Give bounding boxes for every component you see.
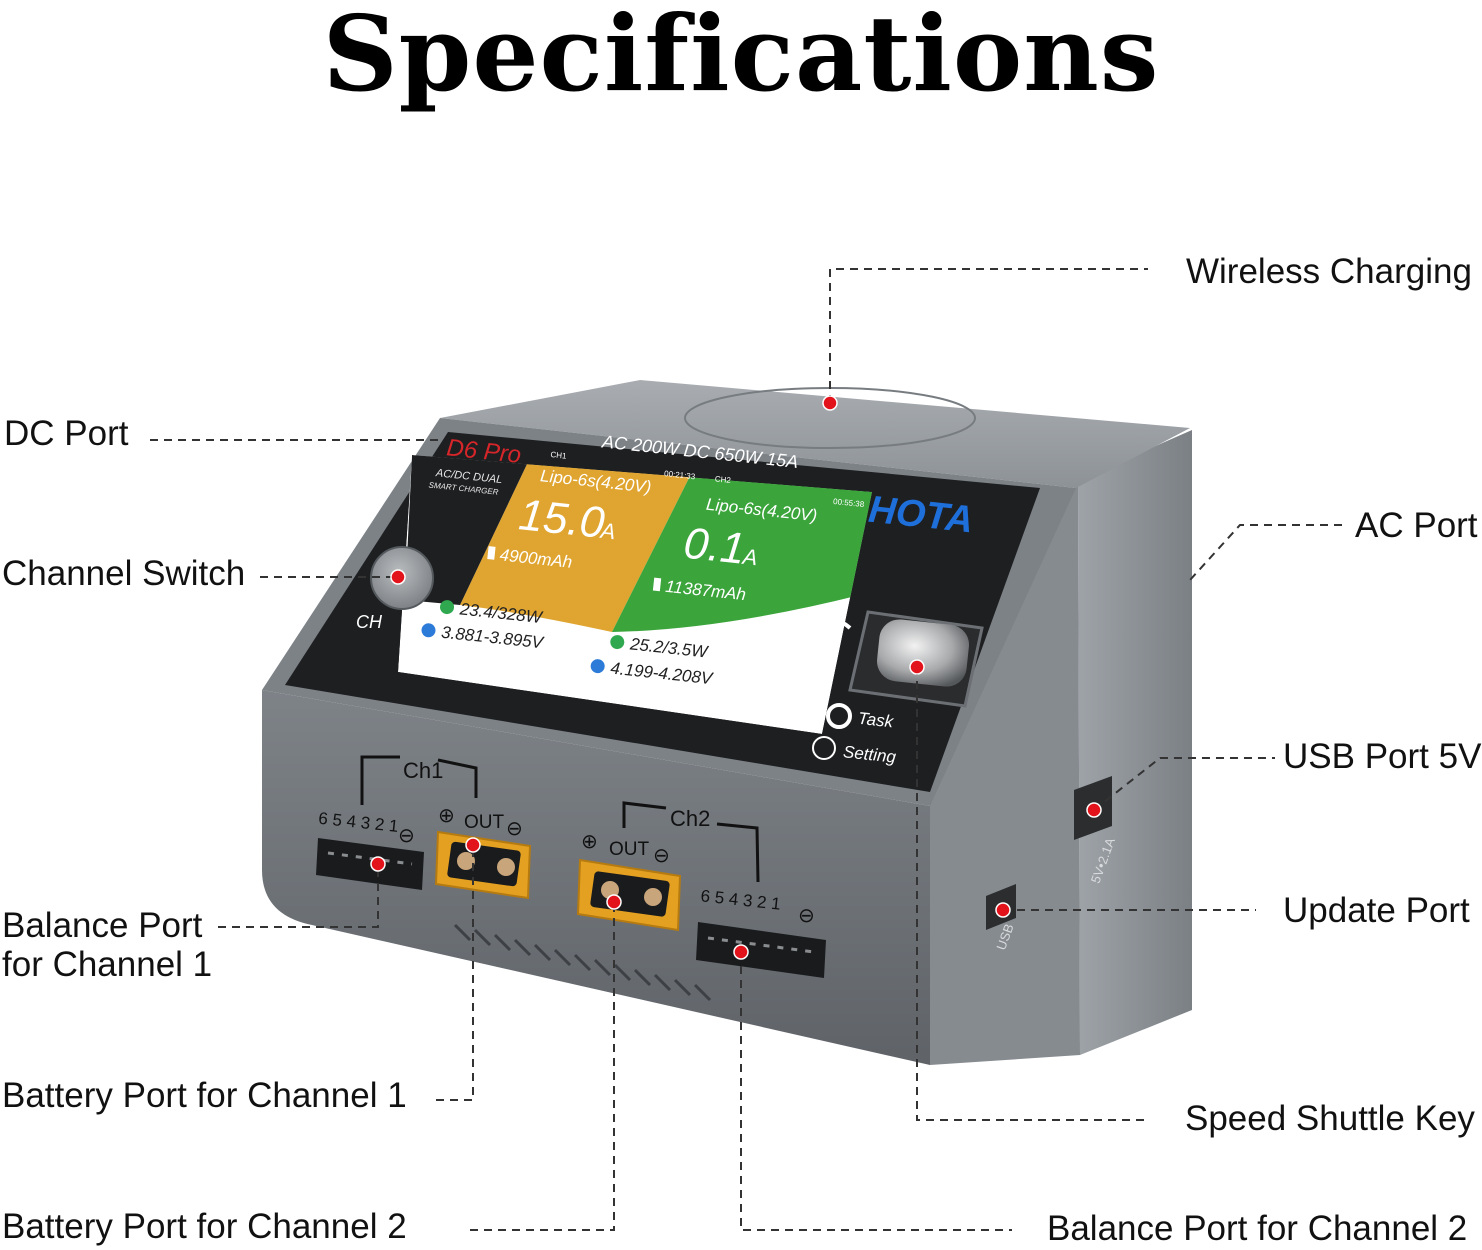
- leader-ac: [1189, 524, 1342, 581]
- label-dc-port: DC Port: [4, 414, 129, 453]
- plus-icon: ⊕: [581, 829, 598, 853]
- minus-icon: ⊖: [398, 823, 415, 847]
- task-label: Task: [857, 709, 896, 732]
- battery-icon: [652, 577, 662, 592]
- vent-grille: [453, 923, 712, 1002]
- ch2-battery-port[interactable]: [576, 858, 682, 932]
- plus-icon: ⊕: [438, 803, 455, 827]
- leader-speed-shuttle: [916, 667, 1148, 1121]
- ch1-bracket: [360, 755, 478, 805]
- markers: [370, 395, 1102, 960]
- battery-icon: [487, 546, 496, 560]
- voltage-icon: [590, 659, 605, 674]
- leader-balance-ch1: [218, 864, 379, 928]
- rotate-arrow-icon: [820, 618, 852, 664]
- ch1-battery-port[interactable]: [434, 830, 532, 900]
- ch2-label: Ch2: [670, 806, 710, 831]
- marker-wireless: [822, 395, 838, 411]
- label-battery-ch2: Battery Port for Channel 2: [2, 1207, 407, 1246]
- label-wireless-charging: Wireless Charging: [1186, 252, 1472, 291]
- page-title: Specifications: [322, 0, 1160, 115]
- marker-channel-switch: [390, 569, 406, 585]
- ch2-time: 00:55:38: [833, 497, 865, 509]
- ch1-current: 15.0: [517, 490, 608, 548]
- power-icon: [610, 635, 625, 650]
- leader-usb: [1093, 757, 1275, 811]
- ch2-tag: CH2: [714, 474, 731, 485]
- leader-wireless: [829, 268, 1148, 403]
- marker-battery-ch2: [606, 894, 622, 910]
- lcd-screen: [398, 455, 872, 734]
- ch1-panel: [460, 462, 690, 632]
- leader-lines: [150, 268, 1342, 1231]
- label-speed-shuttle: Speed Shuttle Key: [1185, 1099, 1475, 1138]
- label-channel-switch: Channel Switch: [2, 554, 246, 593]
- ch2-out-label: OUT: [609, 839, 650, 860]
- ch-button-label: CH: [356, 612, 383, 632]
- ch2-current: 0.1: [681, 519, 747, 574]
- ch1-tag: CH1: [550, 450, 567, 461]
- marker-update: [995, 902, 1011, 918]
- leader-battery-ch2: [470, 902, 615, 1231]
- marker-speed-shuttle: [909, 659, 925, 675]
- minus-icon: ⊖: [506, 816, 523, 840]
- ch2-bracket: [622, 801, 760, 883]
- ch2-balance-port[interactable]: [696, 922, 826, 978]
- marker-usb: [1086, 802, 1102, 818]
- label-battery-ch1: Battery Port for Channel 1: [2, 1076, 407, 1115]
- marker-battery-ch1: [465, 837, 481, 853]
- ch1-time: 00:21:33: [664, 469, 696, 481]
- marker-balance-ch1: [370, 856, 386, 872]
- minus-icon: ⊖: [653, 843, 670, 867]
- label-balance-ch1-line2: for Channel 1: [2, 945, 213, 984]
- speed-shuttle-knob[interactable]: [848, 610, 984, 708]
- minus-icon: ⊖: [798, 903, 815, 927]
- label-usb-port: USB Port 5V: [1283, 737, 1482, 776]
- ch1-unit: A: [598, 518, 617, 545]
- ch2-panel: [612, 476, 872, 632]
- ch2-unit: A: [740, 544, 759, 571]
- ch1-label: Ch1: [403, 758, 443, 783]
- setting-button[interactable]: [812, 736, 836, 760]
- task-button[interactable]: [826, 703, 852, 729]
- power-icon: [440, 600, 455, 615]
- voltage-icon: [421, 623, 436, 638]
- label-balance-ch1-line1: Balance Port: [2, 906, 203, 945]
- marker-balance-ch2: [733, 944, 749, 960]
- label-update-port: Update Port: [1283, 891, 1470, 930]
- label-ac-port: AC Port: [1355, 506, 1478, 545]
- label-balance-ch2: Balance Port for Channel 2: [1047, 1209, 1468, 1248]
- ch1-out-label: OUT: [464, 812, 505, 833]
- ch1-balance-port[interactable]: [316, 838, 424, 890]
